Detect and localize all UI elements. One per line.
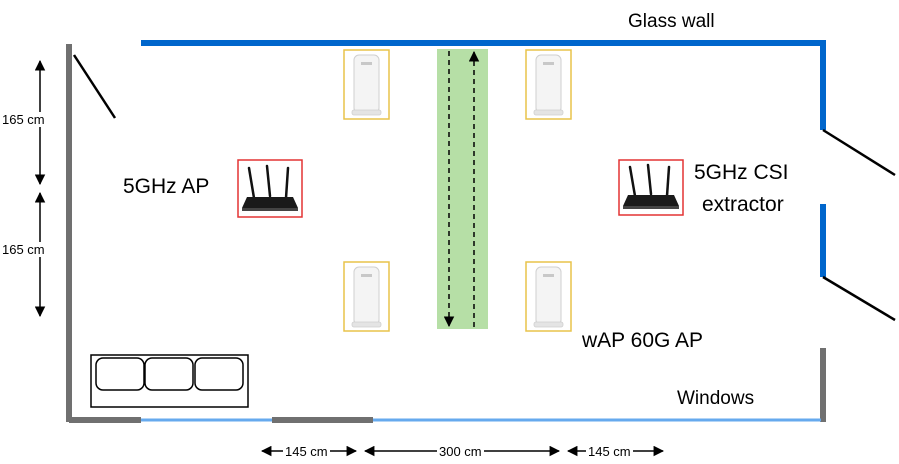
router-icon xyxy=(618,159,684,216)
dimension-label-vertical-lower: 165 cm xyxy=(0,242,47,257)
door-leaf-icon xyxy=(72,54,117,119)
dimension-label-vertical-upper: 165 cm xyxy=(0,112,47,127)
dimension-label-horizontal-middle: 300 cm xyxy=(437,444,484,459)
wap-60g-device-icon xyxy=(343,261,390,332)
csi-extractor-label-line1: 5GHz CSI xyxy=(694,161,789,184)
sofa-icon xyxy=(90,354,249,408)
wap-60g-label: wAP 60G AP xyxy=(582,329,704,352)
walk-path xyxy=(437,49,488,329)
dimension-label-horizontal-left: 145 cm xyxy=(283,444,330,459)
wap-60g-device-icon xyxy=(525,261,572,332)
wap-60g-device-icon xyxy=(525,49,572,120)
dimension-label-horizontal-right: 145 cm xyxy=(586,444,633,459)
router-icon xyxy=(237,159,303,218)
csi-extractor-label-line2: extractor xyxy=(702,193,784,216)
door-leaf-icon xyxy=(822,128,896,177)
ap-5ghz-label: 5GHz AP xyxy=(123,175,210,198)
windows-label: Windows xyxy=(677,388,755,409)
wap-60g-device-icon xyxy=(343,49,390,120)
door-leaf-icon xyxy=(822,275,896,322)
glass-wall-label: Glass wall xyxy=(628,11,715,32)
